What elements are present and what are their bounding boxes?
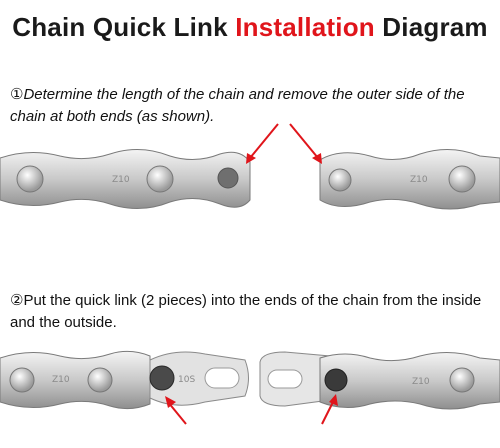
chain-pin [87,367,113,393]
plate-label-z10-step2-right: Z10 [412,377,430,387]
removed-pin-hole [217,167,239,189]
quick-link-piece-inner [259,351,331,407]
plate-label-z10-left: Z10 [112,175,130,185]
quick-link-pin [149,365,175,391]
chain-pin [448,165,476,193]
chain-pin [9,367,35,393]
title-part1: Chain Quick Link [12,12,236,42]
quick-link-pin [324,368,348,392]
chain-pin [449,367,475,393]
plate-label-z10-step2: Z10 [52,375,70,385]
title-part2: Diagram [374,12,488,42]
arrow-right-icon [289,123,322,164]
chain-pin [146,165,174,193]
left-chain-with-quick-link: Z10 10S [0,350,249,410]
arrow-quick-link-right-icon [321,394,338,425]
right-chain-with-quick-link: Z10 [259,351,500,410]
left-chain-segment: Z10 [0,149,251,209]
right-chain-segment: Z10 [319,149,500,210]
step-1-text: ①Determine the length of the chain and r… [10,86,465,125]
chain-pin [16,165,44,193]
step-2-text: ②Put the quick link (2 pieces) into the … [10,292,482,331]
page-title: Chain Quick Link Installation Diagram [0,12,500,43]
arrow-quick-link-left-icon [165,396,187,425]
step-2-illustration: Z10 10S Z10 [0,350,500,425]
step-1-illustration: Z10 Z10 [0,123,500,210]
plate-label-z10-right: Z10 [410,175,428,185]
title-accent: Installation [235,12,375,42]
quick-link-label: 10S [178,375,195,385]
arrow-left-icon [246,123,279,164]
chain-pin [328,168,352,192]
quick-link-piece-outer: 10S [149,351,249,406]
